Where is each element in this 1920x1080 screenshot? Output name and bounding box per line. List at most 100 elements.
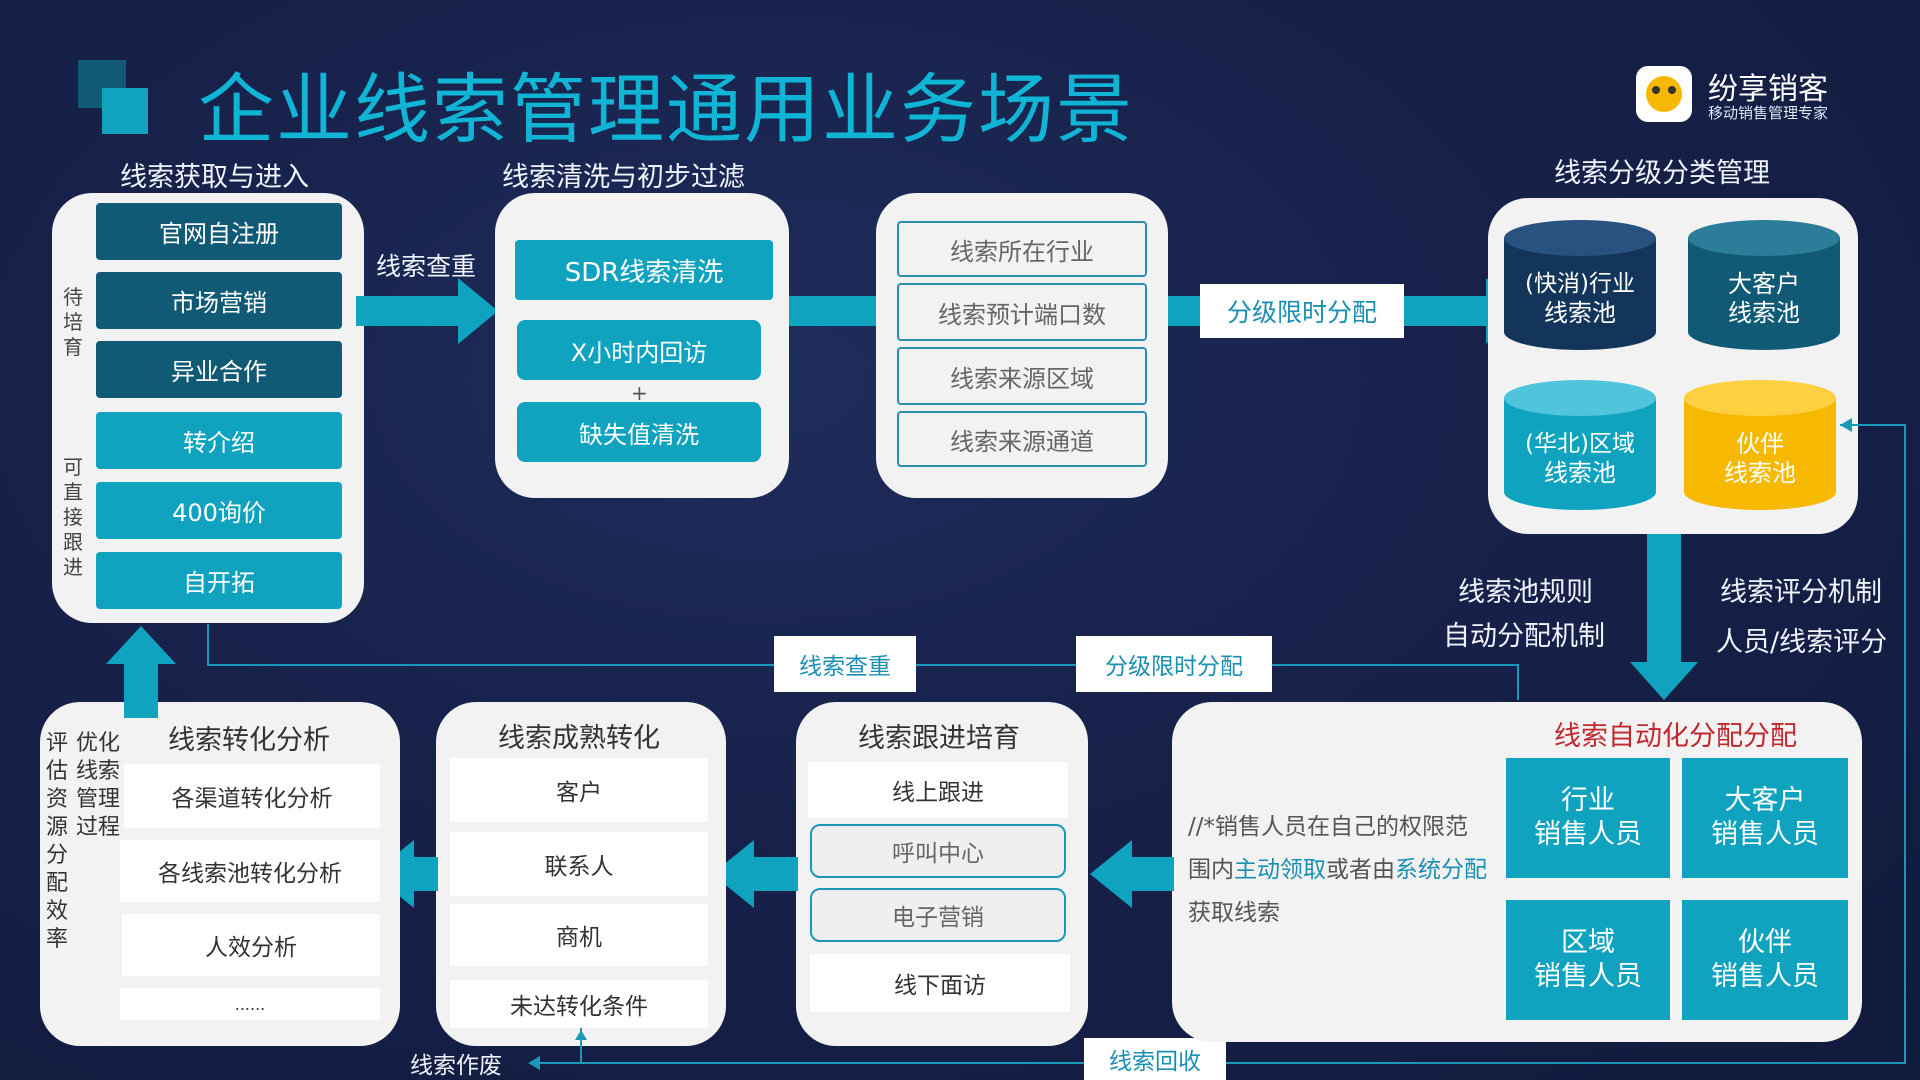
recycle-line (1904, 424, 1906, 1064)
stage1-heading: 线索获取与进入 (120, 162, 309, 193)
feedback-line (207, 624, 209, 666)
followup-item[interactable]: 线下面访 (810, 954, 1070, 1012)
note-highlight: 系统分配 (1395, 857, 1487, 883)
sales-line2: 销售人员 (1534, 961, 1642, 992)
pool-line2: 线索池 (1728, 299, 1800, 327)
followup-item[interactable]: 呼叫中心 (810, 824, 1066, 878)
arrow-down-icon (1647, 534, 1681, 664)
followup-item[interactable]: 线上跟进 (808, 762, 1068, 818)
pool-line2: 线索池 (1544, 459, 1616, 487)
pool-label: (华北)区域 线索池 (1504, 430, 1656, 488)
sales-box[interactable]: 行业销售人员 (1506, 758, 1670, 878)
source-item[interactable]: 400询价 (96, 482, 342, 539)
criteria-item[interactable]: 线索来源通道 (897, 411, 1147, 467)
pool-cylinder[interactable]: 大客户 线索池 (1688, 220, 1840, 360)
stage8-side-left: 评估资源分配效率 (46, 731, 69, 952)
arrow-right-icon (458, 278, 498, 344)
arrow-left-icon (752, 857, 798, 891)
stage8-side-mid: 优化线索管理过程 (76, 731, 121, 840)
feedback-line (1517, 664, 1519, 700)
note-text: //*销售人员在自己的权限范围内 (1188, 814, 1468, 883)
connector (789, 296, 879, 326)
arrow-up-icon (106, 626, 176, 664)
sales-line2: 销售人员 (1534, 819, 1642, 850)
pool-body (1504, 238, 1656, 350)
sales-box[interactable]: 大客户销售人员 (1682, 758, 1848, 878)
arrow-right-icon (356, 296, 460, 326)
pool-top (1684, 380, 1836, 416)
feedback-tag-dedupe: 线索查重 (774, 636, 916, 692)
arrow-left-icon (1090, 840, 1132, 908)
analysis-item[interactable]: 人效分析 (122, 914, 380, 976)
criteria-item[interactable]: 线索预计端口数 (897, 283, 1147, 341)
criteria-item[interactable]: 线索所在行业 (897, 221, 1147, 277)
sales-box[interactable]: 区域销售人员 (1506, 900, 1670, 1020)
note-text: 获取线索 (1188, 900, 1280, 926)
sales-line1: 区域 (1561, 927, 1615, 958)
pool-line1: 大客户 (1728, 270, 1800, 298)
sales-line1: 大客户 (1724, 785, 1806, 816)
sales-line2: 销售人员 (1711, 819, 1819, 850)
pool-line2: 线索池 (1724, 459, 1796, 487)
sales-line1: 伙伴 (1738, 927, 1792, 958)
pool-body (1684, 398, 1836, 510)
arrow-down-icon (575, 1030, 587, 1040)
bee-logo-icon (1636, 66, 1692, 122)
sales-line1: 行业 (1561, 785, 1615, 816)
analysis-item[interactable]: ...... (120, 988, 380, 1020)
discard-label: 线索作废 (410, 1053, 502, 1079)
stage6-heading: 线索跟进培育 (858, 723, 1020, 754)
pool-cylinder[interactable]: (快消)行业 线索池 (1504, 220, 1656, 360)
logo: 纷享销客 移动销售管理专家 (1636, 66, 1866, 130)
arrow-left-icon (1840, 418, 1852, 432)
stage8-heading: 线索转化分析 (168, 725, 330, 756)
sales-box[interactable]: 伙伴销售人员 (1682, 900, 1848, 1020)
pool-cylinder[interactable]: 伙伴 线索池 (1684, 380, 1836, 520)
logo-name: 纷享销客 (1708, 72, 1828, 107)
discard-line (580, 1028, 582, 1062)
pool-cylinder[interactable]: (华北)区域 线索池 (1504, 380, 1656, 520)
sales-line2: 销售人员 (1711, 961, 1819, 992)
pool-label: 伙伴 线索池 (1684, 430, 1836, 488)
stage2-heading: 线索清洗与初步过滤 (502, 162, 745, 193)
rule-right-line1: 线索评分机制 (1720, 577, 1882, 608)
arrow-left-icon (412, 857, 438, 891)
pool-line1: (快消)行业 (1525, 271, 1635, 297)
arrow-down-icon (1630, 662, 1698, 700)
analysis-item[interactable]: 各渠道转化分析 (124, 764, 380, 828)
pool-line2: 线索池 (1544, 299, 1616, 327)
conversion-item[interactable]: 客户 (450, 758, 708, 822)
conversion-item[interactable]: 联系人 (450, 832, 708, 896)
sdr-clean-box[interactable]: SDR线索清洗 (515, 240, 773, 300)
source-item[interactable]: 异业合作 (96, 341, 342, 398)
pool-top (1504, 380, 1656, 416)
arrow-left-icon (1130, 857, 1174, 891)
note-highlight: 主动领取 (1234, 857, 1326, 883)
analysis-item[interactable]: 各线索池转化分析 (120, 840, 380, 902)
pool-label: (快消)行业 线索池 (1504, 270, 1656, 328)
stage4-heading: 线索分级分类管理 (1554, 158, 1770, 189)
pool-top (1688, 220, 1840, 256)
source-item[interactable]: 市场营销 (96, 272, 342, 329)
arrow1-label: 线索查重 (376, 252, 477, 281)
conversion-item[interactable]: 未达转化条件 (450, 980, 708, 1028)
pool-line1: 伙伴 (1736, 430, 1784, 458)
rule-left-line1: 线索池规则 (1458, 577, 1593, 608)
stage7-heading: 线索成熟转化 (498, 723, 660, 754)
criteria-item[interactable]: 线索来源区域 (897, 347, 1147, 405)
missing-clean-box[interactable]: 缺失值清洗 (517, 402, 761, 462)
source-item[interactable]: 转介绍 (96, 412, 342, 469)
page-title: 企业线索管理通用业务场景 (198, 65, 1134, 154)
feedback-tag-assign: 分级限时分配 (1076, 636, 1272, 692)
source-item[interactable]: 自开拓 (96, 552, 342, 609)
rule-left-line2: 自动分配机制 (1443, 621, 1605, 652)
pool-top (1504, 220, 1656, 256)
callback-box[interactable]: X小时内回访 (517, 320, 761, 380)
conversion-item[interactable]: 商机 (450, 904, 708, 966)
followup-item[interactable]: 电子营销 (810, 888, 1066, 942)
recycle-line (1840, 424, 1906, 426)
source-item[interactable]: 官网自注册 (96, 203, 342, 260)
title-icon (78, 60, 148, 134)
arrow3-label: 分级限时分配 (1200, 284, 1404, 338)
arrow-left-icon (528, 1056, 540, 1070)
